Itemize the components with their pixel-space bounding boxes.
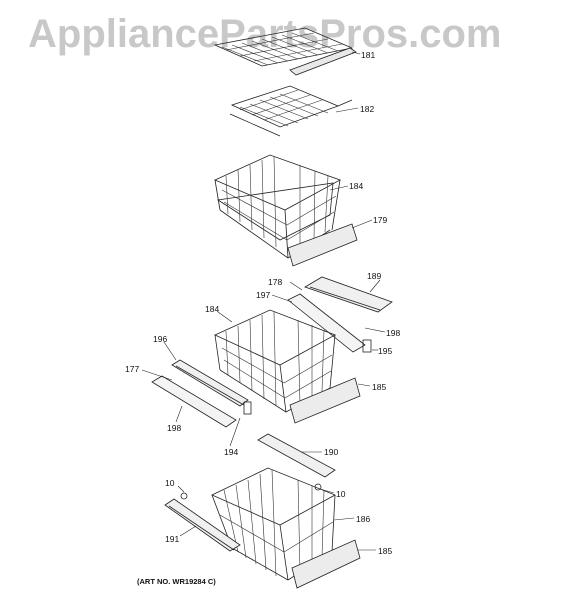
screw-10-right[interactable] (314, 483, 322, 491)
shelf-181[interactable] (213, 27, 357, 76)
panel-179[interactable] (287, 223, 358, 267)
callout-10-left: 10 (165, 478, 175, 488)
callout-184-upper: 184 (349, 181, 363, 191)
callout-186: 186 (356, 514, 370, 524)
callout-196: 196 (153, 334, 167, 344)
clip-194[interactable] (243, 401, 252, 415)
callout-197: 197 (256, 290, 270, 300)
rail-191[interactable] (164, 498, 241, 552)
callout-191: 191 (165, 534, 179, 544)
panel-185-bottom[interactable] (291, 539, 361, 589)
screw-10-left[interactable] (180, 492, 188, 500)
callout-177: 177 (125, 364, 139, 374)
callout-178: 178 (268, 277, 282, 287)
callout-198-right: 198 (386, 328, 400, 338)
callout-195: 195 (378, 346, 392, 356)
rail-190[interactable] (257, 433, 336, 478)
callout-185-middle: 185 (372, 382, 386, 392)
callout-198-left: 198 (167, 423, 181, 433)
callout-190: 190 (324, 447, 338, 457)
leader-lines (141, 51, 386, 551)
art-number: (ART NO. WR19284 C) (137, 577, 216, 586)
watermark-text: AppliancePartsPros.com (28, 12, 502, 56)
callout-181: 181 (361, 50, 375, 60)
shelf-182[interactable] (229, 85, 353, 137)
panel-185-middle[interactable] (289, 377, 361, 424)
cover-198-right[interactable] (287, 293, 366, 353)
callout-179: 179 (373, 215, 387, 225)
callout-182: 182 (360, 104, 374, 114)
callout-194: 194 (224, 447, 238, 457)
clip-195[interactable] (362, 339, 372, 353)
cover-198-left[interactable] (151, 375, 237, 428)
rail-196[interactable] (171, 359, 249, 407)
callout-185-bottom: 185 (378, 546, 392, 556)
callout-10-right: 10 (336, 489, 346, 499)
rail-189[interactable] (304, 276, 393, 313)
callout-189: 189 (367, 271, 381, 281)
callout-184-middle: 184 (205, 304, 219, 314)
